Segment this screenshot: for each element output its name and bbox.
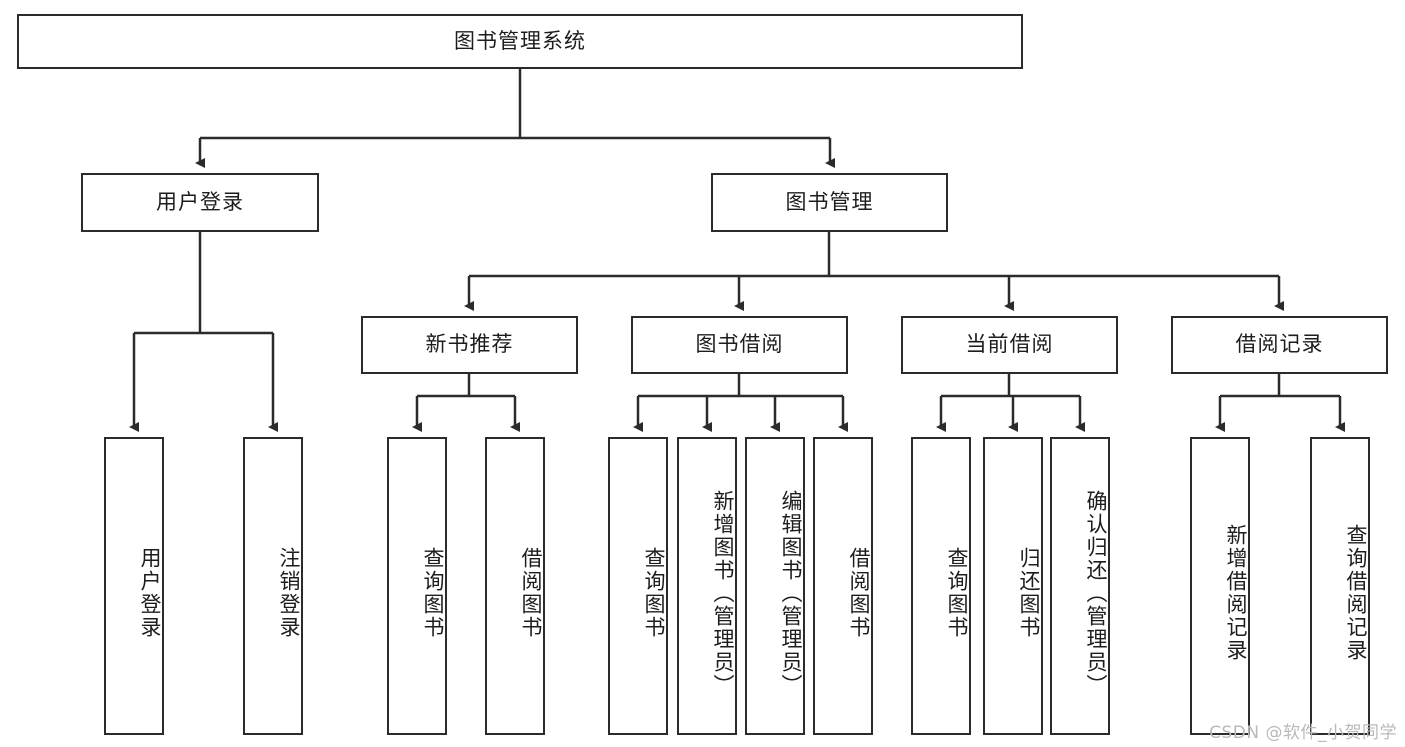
node-borrow-record[interactable]: 借阅记录 — [1171, 316, 1388, 374]
node-label: 新增借阅记录 — [1224, 524, 1248, 662]
node-label: 借阅记录 — [1235, 332, 1324, 357]
node-label: 图书管理系统 — [454, 28, 586, 53]
edge-root-to-level2 — [195, 69, 835, 168]
edge-bookmanage-to-level3 — [464, 232, 1284, 311]
node-leaf-user-logout[interactable]: 注销登录 — [243, 437, 303, 735]
edge-currentborrow-to-leaves — [936, 374, 1085, 432]
node-leaf-current-confirm-return[interactable]: 确认归还（管理员） — [1050, 437, 1110, 735]
node-label: 用户登录 — [138, 547, 162, 639]
node-leaf-borrow-edit-book[interactable]: 编辑图书（管理员） — [745, 437, 805, 735]
node-label: 查询图书 — [421, 547, 445, 639]
node-leaf-current-return-book[interactable]: 归还图书 — [983, 437, 1043, 735]
node-label: 用户登录 — [156, 189, 244, 214]
node-label: 查询图书 — [642, 547, 666, 639]
node-leaf-borrow-add-book[interactable]: 新增图书（管理员） — [677, 437, 737, 735]
node-leaf-current-query-book[interactable]: 查询图书 — [911, 437, 971, 735]
edge-userlogin-to-leaves — [129, 232, 278, 432]
node-label: 编辑图书（管理员） — [779, 489, 803, 697]
node-current-borrow[interactable]: 当前借阅 — [901, 316, 1118, 374]
node-leaf-user-login[interactable]: 用户登录 — [104, 437, 164, 735]
node-leaf-borrow-do-borrow[interactable]: 借阅图书 — [813, 437, 873, 735]
node-leaf-record-search[interactable]: 查询借阅记录 — [1310, 437, 1370, 735]
node-leaf-record-add[interactable]: 新增借阅记录 — [1190, 437, 1250, 735]
node-label: 借阅图书 — [847, 547, 871, 639]
node-book-borrow[interactable]: 图书借阅 — [631, 316, 848, 374]
node-label: 归还图书 — [1017, 547, 1041, 639]
node-leaf-rec-borrow-book[interactable]: 借阅图书 — [485, 437, 545, 735]
watermark-text: CSDN @软件_小贺同学 — [1209, 723, 1397, 743]
node-label: 注销登录 — [277, 547, 301, 639]
node-label: 图书借阅 — [695, 332, 784, 357]
node-label: 借阅图书 — [519, 547, 543, 639]
node-leaf-borrow-query-book[interactable]: 查询图书 — [608, 437, 668, 735]
node-label: 图书管理 — [785, 189, 874, 214]
edge-newbookrec-to-leaves — [412, 374, 520, 432]
node-label: 当前借阅 — [965, 332, 1054, 357]
node-root-system[interactable]: 图书管理系统 — [17, 14, 1023, 69]
node-label: 新增图书（管理员） — [711, 489, 735, 697]
node-book-manage[interactable]: 图书管理 — [711, 173, 948, 232]
node-label: 查询借阅记录 — [1344, 524, 1368, 662]
node-label: 新书推荐 — [425, 332, 514, 357]
node-user-login[interactable]: 用户登录 — [81, 173, 319, 232]
node-label: 查询图书 — [945, 547, 969, 639]
node-new-book-recommend[interactable]: 新书推荐 — [361, 316, 578, 374]
node-leaf-rec-query-book[interactable]: 查询图书 — [387, 437, 447, 735]
node-label: 确认归还（管理员） — [1084, 489, 1108, 697]
edge-borrowrecord-to-leaves — [1215, 374, 1345, 432]
edge-bookborrow-to-leaves — [633, 374, 848, 432]
